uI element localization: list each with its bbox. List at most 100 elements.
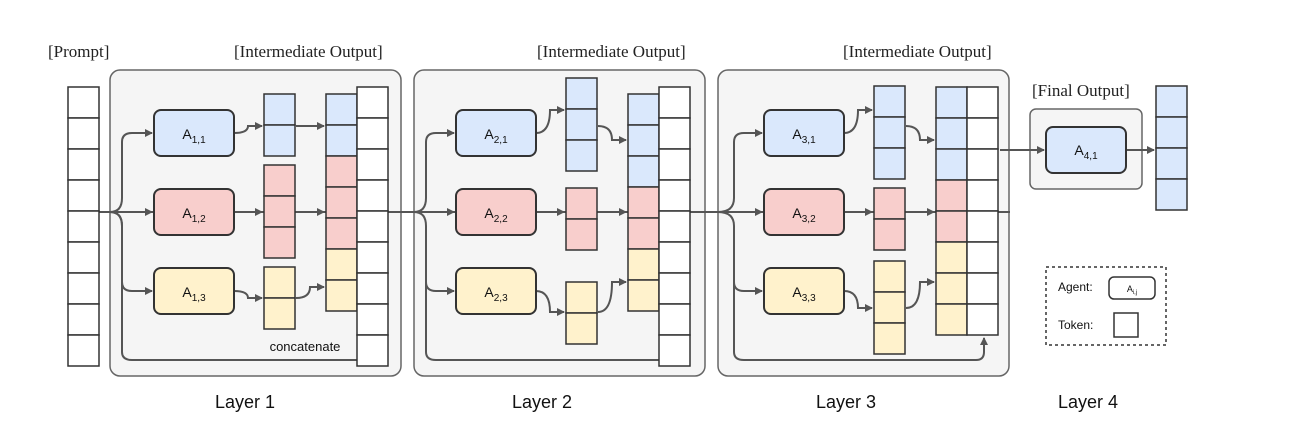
token	[627, 155, 660, 188]
token	[873, 147, 906, 180]
token	[935, 241, 968, 274]
agent-a-3-3: A3,3	[763, 267, 845, 315]
token	[67, 241, 100, 274]
token	[658, 117, 691, 150]
connections	[68, 106, 1155, 361]
token	[356, 210, 389, 243]
token	[966, 241, 999, 274]
token	[658, 148, 691, 181]
final-output-label: [Final Output]	[1032, 81, 1130, 100]
svg-text:A4,1: A4,1	[1074, 142, 1098, 162]
svg-text:A2,2: A2,2	[484, 205, 508, 225]
token	[325, 155, 358, 188]
legend-agent-label: Agent:	[1058, 280, 1093, 294]
agent-a-3-1: A3,1	[763, 109, 845, 157]
svg-text:A1,2: A1,2	[182, 205, 206, 225]
legend-agent-swatch	[1108, 276, 1156, 300]
token	[565, 218, 598, 251]
token	[565, 108, 598, 141]
token	[356, 241, 389, 274]
residual-layer-1	[356, 86, 389, 367]
token	[67, 148, 100, 181]
token	[263, 164, 296, 197]
token	[966, 86, 999, 119]
agent-a-1-1: A1,1	[153, 109, 235, 157]
token	[935, 210, 968, 243]
svg-text:A2,3: A2,3	[484, 284, 508, 304]
token	[658, 241, 691, 274]
token	[873, 218, 906, 251]
token	[356, 272, 389, 305]
legend: Agent: Ai,j Token:	[1045, 266, 1167, 346]
token	[658, 272, 691, 305]
token	[263, 297, 296, 330]
token	[67, 210, 100, 243]
final-output-tokens	[1155, 85, 1188, 211]
token	[325, 124, 358, 157]
output-a-1-1	[263, 93, 296, 157]
token	[67, 272, 100, 305]
token	[627, 248, 660, 281]
layer-1-label: Layer 1	[215, 392, 275, 412]
token	[263, 226, 296, 259]
token	[356, 148, 389, 181]
token	[67, 86, 100, 119]
token	[627, 279, 660, 312]
output-a-3-3	[873, 260, 906, 355]
token	[565, 281, 598, 314]
token	[325, 186, 358, 219]
agent-a-4-1: A4,1	[1045, 126, 1127, 174]
svg-text:A2,1: A2,1	[484, 126, 508, 146]
layer-4-label: Layer 4	[1058, 392, 1118, 412]
token	[627, 93, 660, 126]
token	[935, 179, 968, 212]
token	[565, 77, 598, 110]
agent-a-1-2: A1,2	[153, 188, 235, 236]
token	[325, 279, 358, 312]
token	[67, 117, 100, 150]
token	[325, 248, 358, 281]
token	[67, 179, 100, 212]
token	[658, 334, 691, 367]
token	[565, 139, 598, 172]
token	[658, 303, 691, 336]
token	[627, 186, 660, 219]
token	[873, 85, 906, 118]
output-a-3-2	[873, 187, 906, 251]
token	[356, 303, 389, 336]
token	[356, 117, 389, 150]
token	[565, 187, 598, 220]
svg-text:Ai,j: Ai,j	[1127, 284, 1137, 296]
token	[658, 210, 691, 243]
intermediate-output-label-2: [Intermediate Output]	[537, 42, 686, 61]
token	[873, 322, 906, 355]
token-columns	[67, 77, 1188, 367]
legend-token-swatch	[1113, 312, 1139, 338]
concat-layer-2	[627, 93, 660, 312]
prompt-label: [Prompt]	[48, 42, 109, 61]
prompt-tokens	[67, 86, 100, 367]
token	[356, 334, 389, 367]
token	[966, 303, 999, 336]
token	[935, 86, 968, 119]
legend-token-label: Token:	[1058, 318, 1093, 332]
intermediate-output-label-3: [Intermediate Output]	[843, 42, 992, 61]
output-a-2-1	[565, 77, 598, 172]
token	[263, 266, 296, 299]
concat-layer-3	[935, 86, 968, 336]
token	[356, 179, 389, 212]
token	[325, 217, 358, 250]
agent-a-1-3: A1,3	[153, 267, 235, 315]
token	[935, 272, 968, 305]
token	[1155, 85, 1188, 118]
token	[935, 303, 968, 336]
token	[873, 260, 906, 293]
layer-3-label: Layer 3	[816, 392, 876, 412]
output-a-1-2	[263, 164, 296, 259]
token	[263, 195, 296, 228]
token	[966, 117, 999, 150]
agent-a-2-2: A2,2	[455, 188, 537, 236]
token	[627, 217, 660, 250]
token	[67, 303, 100, 336]
